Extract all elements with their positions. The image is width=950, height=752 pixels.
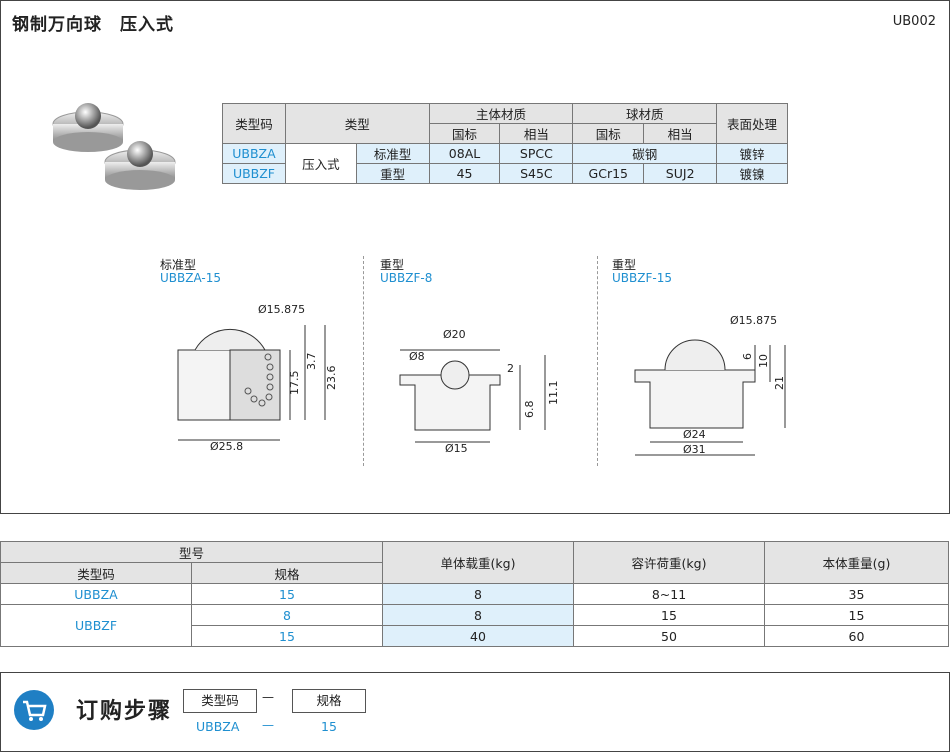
order-title: 订购步骤 [76, 699, 173, 724]
dim-d2: 6.8 [523, 401, 536, 419]
order-separator: — [262, 718, 274, 732]
dim-ball: Ø15.875 [258, 303, 305, 316]
dim-d1: 3.7 [305, 353, 318, 371]
surface: 镀镍 [716, 163, 788, 184]
drawing-ubbzf-15: Ø15.875 Ø24 Ø31 6 10 21 [634, 314, 786, 456]
dim-d3: 21 [773, 376, 786, 390]
type-code: UBBZF [222, 163, 286, 184]
spec-allow: 8~11 [573, 583, 765, 605]
spec-unit-load: 8 [382, 583, 574, 605]
divider [597, 256, 598, 466]
h-national: 国标 [572, 123, 645, 144]
drawing-model: UBBZA-15 [160, 271, 222, 285]
dim-flange: Ø31 [683, 443, 706, 456]
spec-size: 15 [191, 583, 383, 605]
dim-body: Ø15 [445, 442, 468, 455]
h-surface: 表面处理 [716, 103, 788, 144]
product-photo [52, 103, 176, 190]
drawing-type-label: 重型 [612, 258, 637, 272]
dim-ball: Ø15.875 [730, 314, 777, 327]
h-ball-material: 球材质 [572, 103, 718, 124]
spec-code: UBBZF [0, 604, 192, 647]
product-code: UB002 [892, 14, 936, 29]
order-col-type-code: 类型码 [183, 689, 257, 713]
drawing-type-label: 标准型 [160, 258, 197, 272]
h-weight: 本体重量(g) [764, 541, 949, 584]
spec-unit-load: 40 [382, 625, 574, 647]
drawing-model: UBBZF-15 [612, 271, 672, 285]
dim-ball: Ø8 [409, 350, 425, 363]
drawing-model: UBBZF-8 [380, 271, 433, 285]
spec-size: 15 [191, 625, 383, 647]
spec-allow: 50 [573, 625, 765, 647]
dim-d2: 10 [757, 354, 770, 368]
h-allow-load: 容许荷重(kg) [573, 541, 765, 584]
type-code: UBBZA [222, 143, 286, 164]
h-type-code: 类型码 [0, 562, 192, 584]
body-eq: S45C [499, 163, 574, 184]
h-equivalent: 相当 [499, 123, 574, 144]
cart-icon [14, 690, 54, 730]
h-type: 类型 [284, 103, 430, 144]
spec-weight: 60 [764, 625, 949, 647]
spec-code: UBBZA [0, 583, 192, 605]
h-type-code: 类型码 [222, 103, 286, 144]
h-unit-load: 单体载重(kg) [382, 541, 574, 584]
body-gb: 08AL [428, 143, 501, 164]
dim-flange: Ø20 [443, 328, 466, 341]
page-title: 钢制万向球 压入式 [12, 15, 174, 35]
dim-d1: 2 [507, 362, 514, 375]
order-example-size: 15 [321, 719, 337, 734]
drawing-ubbza-15: Ø15.875 Ø25.8 3.7 17.5 23.6 [177, 303, 338, 453]
ball-eq: SUJ2 [643, 163, 718, 184]
dim-outer: Ø25.8 [210, 440, 243, 453]
spec-unit-load: 8 [382, 604, 574, 626]
body-eq: SPCC [499, 143, 574, 164]
spec-size: 8 [191, 604, 383, 626]
order-col-size: 规格 [292, 689, 366, 713]
spec-weight: 35 [764, 583, 949, 605]
type-group: 压入式 [284, 143, 357, 184]
h-model: 型号 [0, 541, 383, 563]
h-size: 规格 [191, 562, 383, 584]
h-body-material: 主体材质 [428, 103, 574, 124]
drawing-ubbzf-8: Ø20 Ø8 Ø15 2 6.8 11.1 [399, 328, 560, 455]
material-table: 类型码 类型 主体材质 球材质 表面处理 国标 相当 国标 相当 UBBZA 压… [222, 103, 788, 184]
dim-d3: 23.6 [325, 366, 338, 391]
surface: 镀锌 [716, 143, 788, 164]
subtype: 标准型 [355, 143, 430, 164]
body-gb: 45 [428, 163, 501, 184]
dim-d1: 6 [741, 353, 754, 360]
dim-d2: 17.5 [288, 371, 301, 396]
ball-material: 碳钢 [572, 143, 718, 164]
divider [363, 256, 364, 466]
ball-gb: GCr15 [572, 163, 645, 184]
spec-allow: 15 [573, 604, 765, 626]
order-example-code: UBBZA [196, 719, 240, 734]
h-national: 国标 [428, 123, 501, 144]
drawing-type-label: 重型 [380, 258, 405, 272]
h-equivalent: 相当 [643, 123, 718, 144]
order-separator: — [262, 690, 274, 704]
spec-weight: 15 [764, 604, 949, 626]
spec-table: 型号 单体载重(kg) 容许荷重(kg) 本体重量(g) 类型码 规格 UBBZ… [0, 541, 949, 647]
subtype: 重型 [355, 163, 430, 184]
dim-d3: 11.1 [547, 381, 560, 406]
dim-body: Ø24 [683, 428, 706, 441]
